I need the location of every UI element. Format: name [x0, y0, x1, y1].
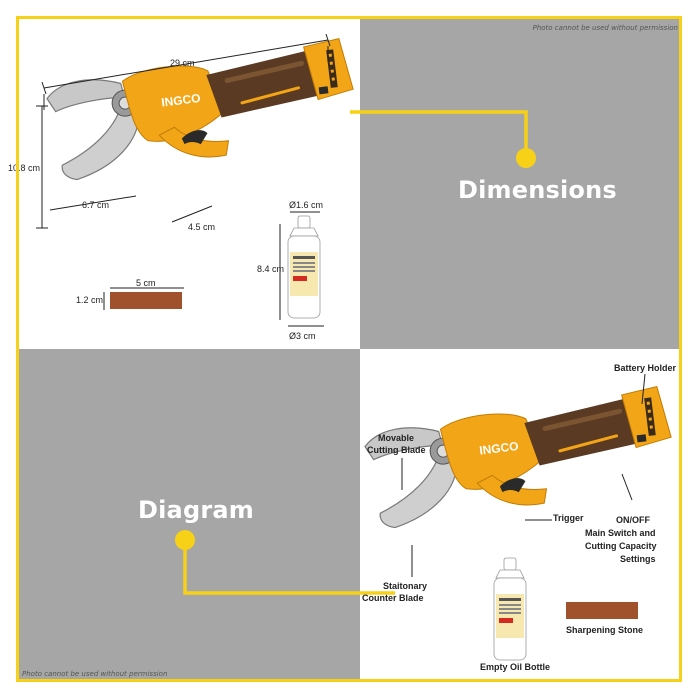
pruner-image-dimensions: INGCO [44, 38, 360, 182]
dimensions-connector-dot [516, 148, 536, 168]
diagram-leader-lines [401, 373, 646, 577]
empty-oil-bottle-label: Empty Oil Bottle [480, 662, 550, 672]
copyright-notice-top: Photo cannot be used without permission [532, 24, 678, 32]
counter-blade-label-line1: Staitonary [383, 581, 427, 591]
bottle-diameter-label: Ø3 cm [289, 331, 316, 341]
blade-length-label: 6.7 cm [82, 200, 109, 210]
oil-bottle-image [287, 215, 321, 319]
sharpening-stone-label: Sharpening Stone [566, 625, 643, 635]
pruner-image-diagram: INGCO [362, 386, 678, 530]
gray-panel-top-right [360, 18, 682, 349]
switch-label-line4: Settings [620, 554, 656, 564]
sharpening-stone-image [566, 602, 638, 619]
dimension-lines [36, 33, 331, 327]
trigger-label: Trigger [553, 513, 584, 523]
height-label: 10.8 cm [8, 163, 40, 173]
battery-holder-label: Battery Holder [614, 363, 677, 373]
stone-height-label: 1.2 cm [76, 295, 103, 305]
dimensions-connector-line [350, 110, 528, 157]
switch-label-line2: Main Switch and [585, 528, 656, 538]
stone-length-label: 5 cm [136, 278, 156, 288]
brand-logo: INGCO [478, 439, 519, 458]
copyright-notice-bottom: Photo cannot be used without permission [22, 670, 168, 678]
brand-logo: INGCO [160, 91, 201, 110]
total-length-label: 29 cm [170, 58, 195, 68]
bottle-height-label: 8.4 cm [257, 264, 284, 274]
diagram-connector-dot [175, 530, 195, 550]
dimensions-heading: Dimensions [458, 176, 617, 204]
bottle-cap-diameter-label: Ø1.6 cm [289, 200, 323, 210]
movable-blade-label-line2: Cutting Blade [367, 445, 426, 455]
sharpening-stone-image [110, 292, 182, 309]
switch-label-line3: Cutting Capacity [585, 541, 657, 551]
gray-panel-bottom-left [18, 349, 360, 682]
handle-width-label: 4.5 cm [188, 222, 215, 232]
diagram-heading: Diagram [138, 496, 254, 524]
counter-blade-label-line2: Counter Blade [362, 593, 424, 603]
diagram-connector-line [183, 540, 395, 595]
switch-label-line1: ON/OFF [616, 515, 650, 525]
movable-blade-label-line1: Movable [378, 433, 414, 443]
empty-oil-bottle-image [493, 557, 527, 661]
